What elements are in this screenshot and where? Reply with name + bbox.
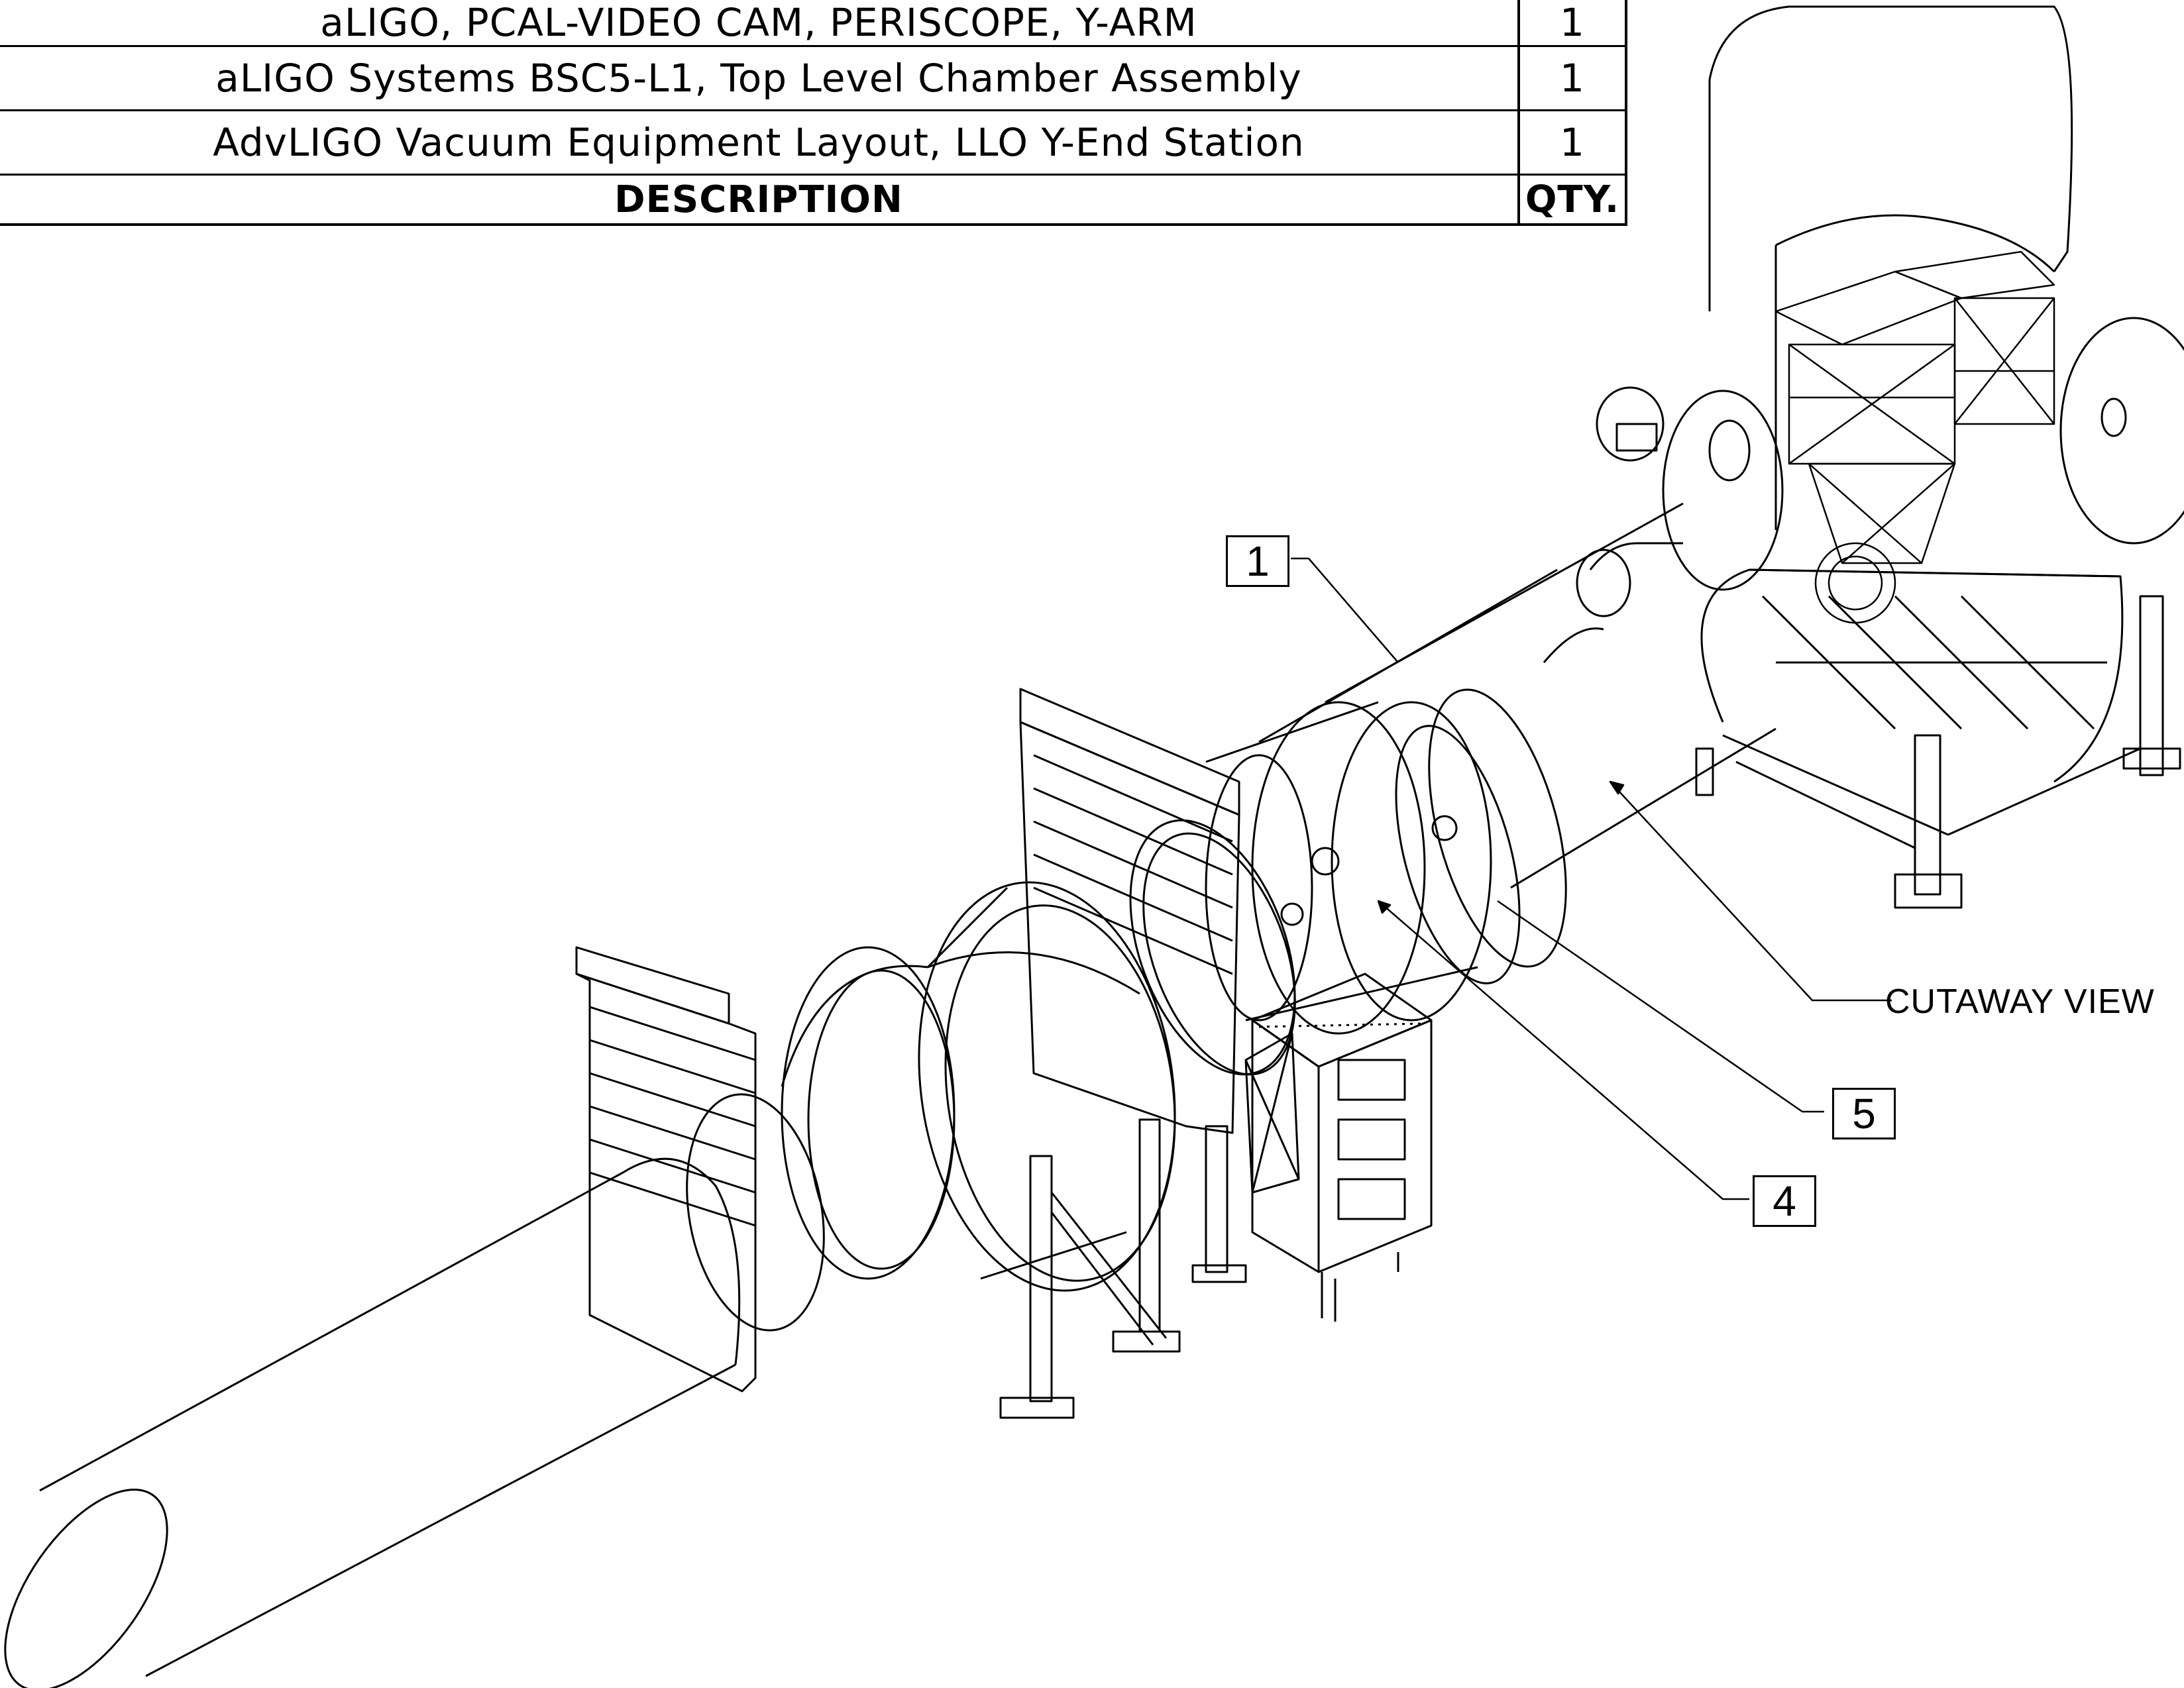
bom-header-row: DESCRIPTION QTY. <box>0 174 1627 226</box>
item-balloon-1: 1 <box>1226 535 1289 587</box>
bom-qty-cell: 1 <box>1517 0 1627 47</box>
gate-valve-spool <box>781 881 1176 1292</box>
adapter-flanges <box>1205 688 1567 1035</box>
isolation-frame <box>1774 250 2055 624</box>
right-shroud-plate <box>1019 688 1296 1134</box>
periscope-pier <box>1251 973 1433 1322</box>
spool-support-stand <box>999 1118 1181 1419</box>
bom-qty-cell: 1 <box>1517 46 1627 111</box>
bom-qty-cell: 1 <box>1517 110 1627 176</box>
bill-of-materials-table: aLIGO, PCAL-VIDEO CAM, PERISCOPE, Y-ARM … <box>0 0 1627 226</box>
left-shroud-plate <box>575 946 825 1393</box>
bom-header-description: DESCRIPTION <box>0 174 1519 226</box>
chamber-support-stand <box>1695 595 2181 909</box>
bsc-chamber <box>1596 5 2184 783</box>
beam-tube <box>4 1157 741 1688</box>
cutaway-beam-tube <box>1258 502 1776 889</box>
bom-header-qty: QTY. <box>1517 174 1627 226</box>
cutaway-view-note: CUTAWAY VIEW <box>1885 982 2155 1021</box>
bom-description-cell: aLIGO, PCAL-VIDEO CAM, PERISCOPE, Y-ARM <box>0 0 1519 47</box>
bom-row: aLIGO, PCAL-VIDEO CAM, PERISCOPE, Y-ARM … <box>0 0 1627 47</box>
bom-description-cell: AdvLIGO Vacuum Equipment Layout, LLO Y-E… <box>0 110 1519 176</box>
bom-row: AdvLIGO Vacuum Equipment Layout, LLO Y-E… <box>0 110 1627 176</box>
leader-lines <box>1291 557 1892 1200</box>
camera-support-stand <box>1191 1032 1300 1283</box>
item-balloon-5: 5 <box>1832 1088 1896 1139</box>
bom-description-cell: aLIGO Systems BSC5-L1, Top Level Chamber… <box>0 46 1519 111</box>
item-balloon-4: 4 <box>1753 1175 1816 1227</box>
bom-row: aLIGO Systems BSC5-L1, Top Level Chamber… <box>0 46 1627 111</box>
